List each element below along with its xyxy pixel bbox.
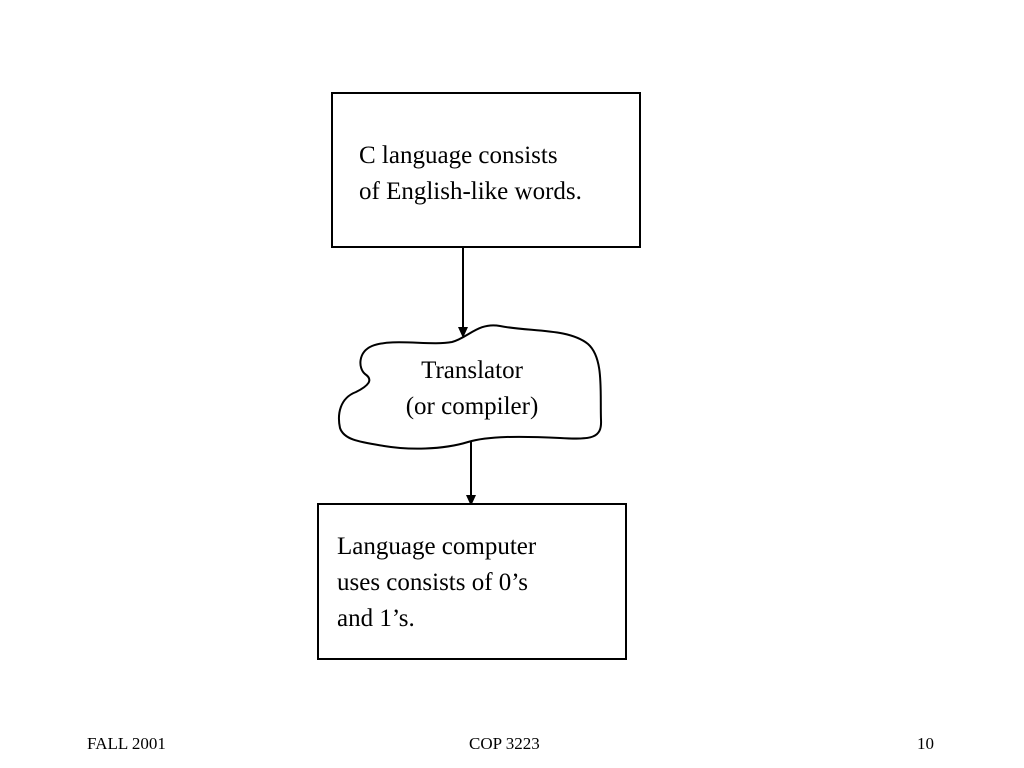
footer-term: FALL 2001 xyxy=(87,734,166,753)
machine-language-box: Language computer uses consists of 0’s a… xyxy=(317,503,627,660)
footer-course: COP 3223 xyxy=(469,734,540,753)
arrow-translator-to-machine xyxy=(466,442,476,506)
source-line-1: C language consists xyxy=(359,142,558,169)
translator-label: Translator (or compiler) xyxy=(392,353,552,425)
machine-line-2: uses consists of 0’s xyxy=(337,569,528,596)
footer-slide-number: 10 xyxy=(917,734,934,753)
translator-cloud-shape xyxy=(337,324,603,450)
source-language-text: C language consists of English-like word… xyxy=(359,138,582,210)
source-line-2: of English-like words. xyxy=(359,178,582,205)
machine-line-1: Language computer xyxy=(337,533,537,560)
machine-language-text: Language computer uses consists of 0’s a… xyxy=(337,529,536,637)
machine-line-3: and 1’s. xyxy=(337,605,415,632)
translator-line-2: (or compiler) xyxy=(405,393,539,420)
source-language-box: C language consists of English-like word… xyxy=(331,92,641,248)
translator-line-1: Translator xyxy=(421,357,523,384)
arrow-source-to-translator xyxy=(458,248,468,338)
